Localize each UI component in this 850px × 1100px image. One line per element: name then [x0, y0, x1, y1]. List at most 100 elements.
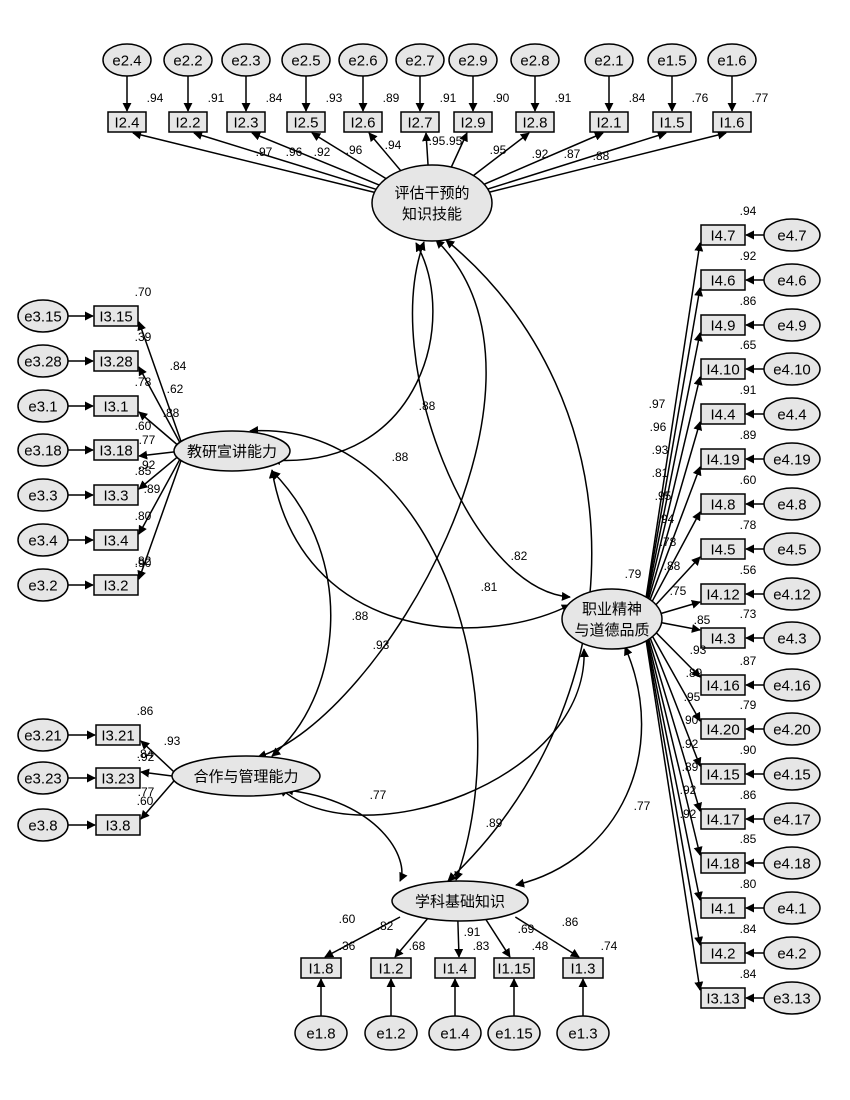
indicator-I1.2-label: I1.2: [378, 961, 403, 978]
loading-arrow-I3.4: [138, 455, 183, 535]
error-e2.3-ellipse: [221, 43, 271, 77]
loading-I4.12: .75: [670, 584, 687, 598]
error-e3.2-label: e3.2: [28, 578, 57, 595]
error-e3.4-label: e3.4: [28, 533, 57, 550]
r2-I4.9: .86: [740, 294, 757, 308]
indicator-I2.2-label: I2.2: [175, 115, 200, 132]
loading-arrow-I1.15: [483, 916, 511, 958]
indicator-I1.6-box: [712, 111, 752, 133]
indicator-I4.12-label: I4.12: [706, 587, 739, 604]
indicator-I4.15-label: I4.15: [706, 767, 739, 784]
error-e3.15-ellipse: [17, 299, 69, 333]
indicator-I4.18-box: [700, 852, 746, 874]
indicator-I2.7-box: [400, 111, 440, 133]
indicator-I2.9-box: [453, 111, 493, 133]
error-e2.5-ellipse: [281, 43, 331, 77]
error-e4.16-label: e4.16: [773, 678, 811, 695]
loading-arrow-I4.6: [643, 287, 704, 613]
indicator-I2.4-box: [107, 111, 147, 133]
loading-I4.9: .93: [652, 443, 669, 457]
error-e3.8-ellipse: [17, 808, 69, 842]
r2-I4.3: .73: [740, 607, 757, 621]
latent-f3-ellipse: [173, 430, 291, 472]
loading-I1.2: .82: [377, 919, 394, 933]
indicator-I3.23-label: I3.23: [101, 771, 134, 788]
loading-arrow-I4.15: [643, 621, 702, 767]
error-e4.19-label: e4.19: [773, 452, 811, 469]
corr-curve-f2-f3: [271, 242, 434, 466]
indicator-I2.5-label: I2.5: [293, 115, 318, 132]
loading-arrow-I2.1: [463, 132, 604, 194]
indicator-I3.4-label: I3.4: [103, 533, 128, 550]
error-e3.4-ellipse: [17, 523, 69, 557]
r2-I3.4: .80: [135, 509, 152, 523]
indicator-I4.1-box: [700, 897, 746, 919]
r2-I4.16: .87: [740, 654, 757, 668]
indicator-I2.8-box: [515, 111, 555, 133]
error-e1.3-label: e1.3: [568, 1026, 597, 1043]
indicator-I4.10-box: [700, 358, 746, 380]
error-e4.19-ellipse: [763, 442, 821, 476]
error-e4.2-label: e4.2: [777, 946, 806, 963]
loading-arrow-I4.7: [643, 242, 704, 612]
error-e4.6-ellipse: [763, 263, 821, 297]
corr-f4-f5: .89: [486, 816, 503, 830]
error-e1.8-ellipse: [294, 1015, 348, 1051]
loading-I3.21: .93: [164, 734, 181, 748]
corr-curve-f2-f4: [411, 241, 571, 601]
indicator-I3.4-box: [93, 529, 139, 551]
error-e2.4-label: e2.4: [112, 53, 141, 70]
loading-I4.1: .89: [682, 760, 699, 774]
indicator-I4.8-box: [700, 493, 746, 515]
loading-I3.18: .77: [139, 433, 156, 447]
error-e4.15-ellipse: [763, 757, 821, 791]
error-e3.3-label: e3.3: [28, 488, 57, 505]
indicator-I4.5-box: [700, 538, 746, 560]
r2-I3.1: .78: [135, 375, 152, 389]
indicator-I2.2-box: [168, 111, 208, 133]
loading-I3.1: .88: [163, 406, 180, 420]
loading-I2.2: .96: [286, 145, 303, 159]
error-e1.4-label: e1.4: [440, 1026, 469, 1043]
r2-I3.15: .70: [135, 285, 152, 299]
error-e3.28-ellipse: [17, 344, 69, 378]
loading-arrow-I3.15: [137, 321, 183, 445]
loading-I3.23: .92: [138, 750, 155, 764]
error-e3.21-label: e3.21: [24, 728, 62, 745]
loading-arrow-I4.17: [643, 622, 703, 812]
indicator-I4.4-label: I4.4: [710, 407, 735, 424]
r2-I1.15: .48: [532, 939, 549, 953]
r2-I3.3: .85: [135, 464, 152, 478]
indicator-I1.6-label: I1.6: [719, 115, 744, 132]
loading-I3.4: .89: [144, 482, 161, 496]
r2-I2.4: .94: [147, 91, 164, 105]
error-e4.9-ellipse: [763, 308, 821, 342]
error-e4.3-label: e4.3: [777, 631, 806, 648]
indicator-I4.19-label: I4.19: [706, 452, 739, 469]
loading-I2.4: .97: [256, 145, 273, 159]
error-e2.1-ellipse: [584, 43, 634, 77]
error-e4.7-label: e4.7: [777, 228, 806, 245]
error-e1.15-ellipse: [487, 1015, 541, 1051]
loading-arrow-I2.4: [132, 130, 378, 194]
loading-I3.13: .92: [680, 807, 697, 821]
indicator-I1.3-label: I1.3: [570, 961, 595, 978]
loading-arrow-I1.5: [474, 131, 667, 194]
corr-f3-f5: .88: [352, 609, 369, 623]
loading-arrow-I4.20: [643, 620, 701, 722]
error-e4.9-label: e4.9: [777, 318, 806, 335]
loading-arrow-I3.2: [137, 457, 183, 580]
indicator-I3.2-box: [93, 574, 139, 596]
corr-f4-f1: .77: [634, 799, 651, 813]
indicator-I2.3-box: [226, 111, 266, 133]
loading-I2.8: .95: [490, 143, 507, 157]
r2-I2.9: .90: [493, 91, 510, 105]
indicator-I4.1-label: I4.1: [710, 901, 735, 918]
r2-I4.7: .94: [740, 204, 757, 218]
r2-I4.17: .86: [740, 788, 757, 802]
indicator-I4.3-box: [700, 627, 746, 649]
loading-I4.2: .92: [680, 783, 697, 797]
indicator-I4.8-label: I4.8: [710, 497, 735, 514]
loading-arrow-I3.13: [643, 626, 704, 991]
loading-I1.5: .87: [564, 147, 581, 161]
